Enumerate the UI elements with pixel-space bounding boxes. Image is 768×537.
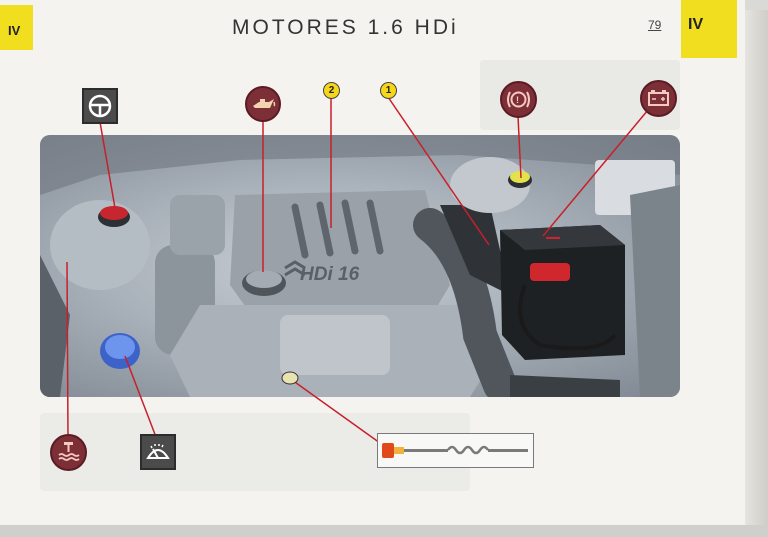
page-number: 79 bbox=[648, 18, 662, 32]
line-steering-fluid bbox=[99, 121, 116, 209]
page-edge bbox=[745, 10, 768, 537]
battery-icon bbox=[640, 80, 677, 117]
engine-bay-photo: HDi 16 ▬▬ bbox=[40, 135, 680, 397]
steering-fluid-icon bbox=[82, 88, 118, 124]
line-dipstick bbox=[291, 379, 381, 444]
chapter-tab-right: IV bbox=[681, 0, 737, 58]
svg-text:▬▬: ▬▬ bbox=[546, 234, 560, 241]
line-badge-1 bbox=[387, 96, 490, 246]
svg-text:!: ! bbox=[516, 95, 519, 105]
line-coolant bbox=[66, 261, 69, 441]
line-washer-fluid bbox=[124, 355, 157, 438]
engine-oil-icon bbox=[245, 86, 281, 122]
washer-fluid-icon bbox=[140, 434, 176, 470]
chapter-tab-left: IV bbox=[0, 5, 33, 50]
engine-cover-label: HDi 16 bbox=[300, 264, 360, 285]
line-battery bbox=[542, 109, 649, 237]
dipstick-handle-in-photo bbox=[281, 371, 299, 385]
callout-badge-1: 1 bbox=[380, 82, 397, 99]
page-bottom-edge bbox=[0, 525, 768, 537]
line-brake-fluid bbox=[517, 115, 522, 179]
page-title: MOTORES 1.6 HDi bbox=[232, 16, 459, 39]
brake-fluid-icon: ! bbox=[500, 81, 537, 118]
dipstick-icon bbox=[377, 433, 534, 468]
chapter-tab-left-label: IV bbox=[8, 23, 21, 38]
callout-badge-2: 2 bbox=[323, 82, 340, 99]
coolant-icon bbox=[50, 434, 87, 471]
chapter-tab-right-label: IV bbox=[688, 16, 704, 33]
